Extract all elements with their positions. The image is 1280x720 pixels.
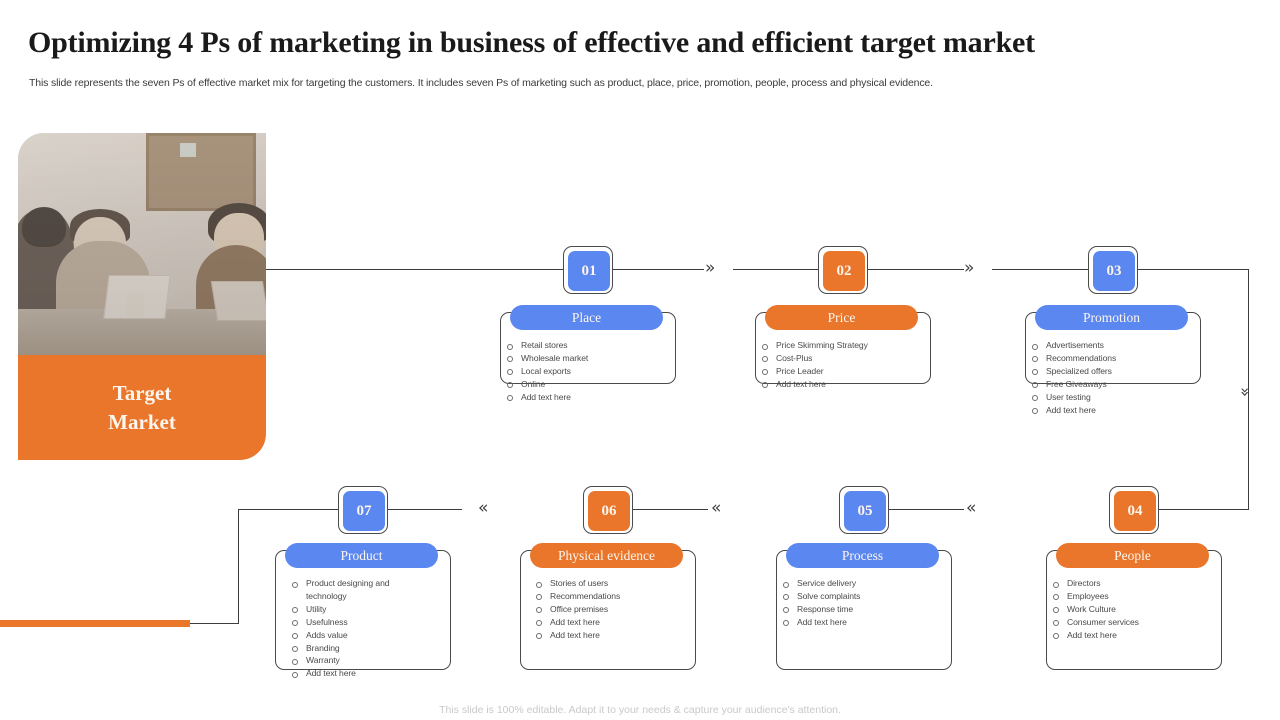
step-list-people: Directors Employees Work Culture Consume… [1047, 577, 1221, 642]
team-meeting-photo [18, 133, 266, 355]
step-number-05: 05 [844, 491, 886, 531]
list-item: Cost-Plus [756, 352, 896, 365]
target-market-panel: Target Market [18, 133, 266, 460]
chevron-down-icon: » [1235, 387, 1255, 397]
target-market-label-line2: Market [108, 409, 176, 434]
connector-line-bottom-mid-right [863, 509, 964, 511]
list-item: Add text here [530, 629, 695, 642]
list-item: Wholesale market [501, 352, 675, 365]
step-list-physical-evidence: Stories of users Recommendations Office … [521, 577, 695, 642]
list-item: Recommendations [530, 590, 695, 603]
list-item: Specialized offers [1026, 365, 1200, 378]
target-market-band: Target Market [18, 355, 266, 460]
target-market-label-line1: Target [112, 381, 172, 406]
list-item: Solve complaints [777, 590, 951, 603]
list-item: Product designing and technology [286, 577, 426, 603]
list-item: Warranty [286, 654, 426, 667]
step-number-04: 04 [1114, 491, 1156, 531]
list-item: Branding [286, 642, 426, 655]
list-item: Office premises [530, 603, 695, 616]
step-list-place: Retail stores Wholesale market Local exp… [501, 339, 675, 404]
chevron-left-icon-1: « [966, 498, 977, 518]
step-card-people: Directors Employees Work Culture Consume… [1046, 550, 1222, 670]
chevron-left-icon-2: « [711, 498, 722, 518]
list-item: Price Leader [756, 365, 896, 378]
step-title-promotion: Promotion [1035, 305, 1188, 330]
list-item: Add text here [501, 391, 675, 404]
footer-note: This slide is 100% editable. Adapt it to… [439, 704, 841, 716]
chevron-right-icon-2: » [964, 258, 975, 278]
step-list-product: Product designing and technology Utility… [276, 577, 450, 680]
chevron-right-icon-1: » [705, 258, 716, 278]
list-item: Add text here [530, 616, 695, 629]
page-title: Optimizing 4 Ps of marketing in business… [28, 26, 1035, 59]
step-card-product: Product designing and technology Utility… [275, 550, 451, 678]
step-title-physical-evidence: Physical evidence [530, 543, 683, 568]
step-title-product: Product [285, 543, 438, 568]
list-item: Employees [1047, 590, 1221, 603]
step-card-process: Service delivery Solve complaints Respon… [776, 550, 952, 670]
connector-line-top-left [266, 269, 704, 271]
list-item: User testing [1026, 391, 1200, 404]
list-item: Usefulness [286, 616, 426, 629]
list-item: Add text here [286, 667, 426, 680]
list-item: Free Giveaways [1026, 378, 1200, 391]
step-title-people: People [1056, 543, 1209, 568]
list-item: Add text here [1026, 404, 1200, 417]
list-item: Online [501, 378, 675, 391]
step-number-01: 01 [568, 251, 610, 291]
list-item: Local exports [501, 365, 675, 378]
list-item: Consumer services [1047, 616, 1221, 629]
list-item: Price Skimming Strategy [756, 339, 896, 352]
step-number-badge-02: 02 [818, 246, 868, 294]
list-item: Add text here [777, 616, 951, 629]
list-item: Add text here [1047, 629, 1221, 642]
step-number-badge-04: 04 [1109, 486, 1159, 534]
step-number-badge-06: 06 [583, 486, 633, 534]
connector-line-left-vertical [238, 509, 240, 624]
list-item: Service delivery [777, 577, 951, 590]
page-subtitle: This slide represents the seven Ps of ef… [29, 77, 933, 89]
step-number-02: 02 [823, 251, 865, 291]
list-item: Retail stores [501, 339, 675, 352]
step-number-06: 06 [588, 491, 630, 531]
list-item: Stories of users [530, 577, 695, 590]
connector-line-left-foot [188, 623, 239, 625]
list-item: Add text here [756, 378, 896, 391]
step-number-badge-05: 05 [839, 486, 889, 534]
step-list-process: Service delivery Solve complaints Respon… [777, 577, 951, 629]
step-number-badge-07: 07 [338, 486, 388, 534]
list-item: Work Culture [1047, 603, 1221, 616]
connector-line-bottom-left [238, 509, 362, 511]
list-item: Response time [777, 603, 951, 616]
decorative-orange-bar [0, 620, 190, 627]
list-item: Advertisements [1026, 339, 1200, 352]
step-list-price: Price Skimming Strategy Cost-Plus Price … [756, 339, 930, 391]
step-title-process: Process [786, 543, 939, 568]
list-item: Adds value [286, 629, 426, 642]
list-item: Directors [1047, 577, 1221, 590]
connector-line-bottom-mid [607, 509, 708, 511]
step-number-badge-03: 03 [1088, 246, 1138, 294]
connector-line-bottom-mid-left [362, 509, 462, 511]
target-market-label: Target Market [108, 379, 176, 436]
step-number-03: 03 [1093, 251, 1135, 291]
step-number-07: 07 [343, 491, 385, 531]
step-number-badge-01: 01 [563, 246, 613, 294]
list-item: Utility [286, 603, 426, 616]
step-title-price: Price [765, 305, 918, 330]
chevron-left-icon-3: « [478, 498, 489, 518]
step-list-promotion: Advertisements Recommendations Specializ… [1026, 339, 1200, 416]
connector-line-bottom-right [1133, 509, 1249, 511]
connector-line-right-vertical [1248, 269, 1250, 510]
step-card-physical-evidence: Stories of users Recommendations Office … [520, 550, 696, 670]
list-item: Recommendations [1026, 352, 1200, 365]
step-title-place: Place [510, 305, 663, 330]
